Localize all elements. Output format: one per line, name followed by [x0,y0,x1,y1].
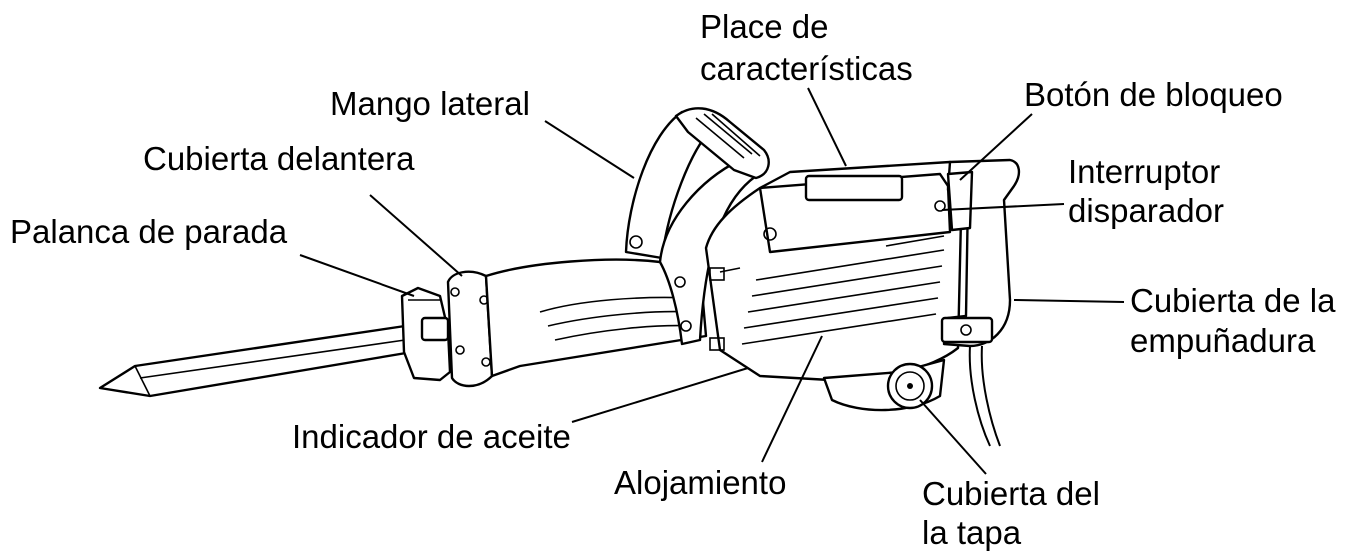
lock-button-trigger [946,170,974,232]
chisel-bit [98,324,414,398]
label-boton-bloqueo: Botón de bloqueo [1024,76,1283,113]
nameplate [804,174,904,202]
label-place-line2: características [700,50,913,87]
leader-palanca [299,254,415,297]
label-empunadura-line2: empuñadura [1130,322,1316,359]
leader-tapa [919,399,987,475]
label-mango-lateral: Mango lateral [330,85,530,122]
jackhammer-drawing [98,107,1021,447]
labels: Place de características Mango lateral B… [10,8,1336,551]
label-tapa-line1: Cubierta del [922,475,1100,512]
leader-place [807,87,847,167]
label-interruptor-line1: Interruptor [1068,153,1220,190]
leader-interruptor [941,203,1065,211]
leader-delantera [369,194,463,277]
front-cover-part [446,270,494,388]
leader-alojamiento [761,335,823,463]
leader-lines [299,87,1125,475]
power-cord [968,345,1001,447]
leader-boton [959,113,1033,181]
label-place-line1: Place de [700,8,828,45]
cap-cover-part [822,358,946,412]
leader-empunadura [1013,299,1125,303]
label-empunadura-line1: Cubierta de la [1130,282,1336,319]
label-cubierta-delantera: Cubierta delantera [143,140,415,177]
label-palanca-parada: Palanca de parada [10,213,288,250]
label-indicador-aceite: Indicador de aceite [292,418,571,455]
leader-aceite [571,367,749,423]
label-alojamiento: Alojamiento [614,464,786,501]
housing-part [704,160,964,382]
leader-mango [544,120,635,179]
label-tapa-line2: la tapa [922,514,1022,551]
label-interruptor-line2: disparador [1068,192,1224,229]
stop-lever-part [400,286,452,382]
